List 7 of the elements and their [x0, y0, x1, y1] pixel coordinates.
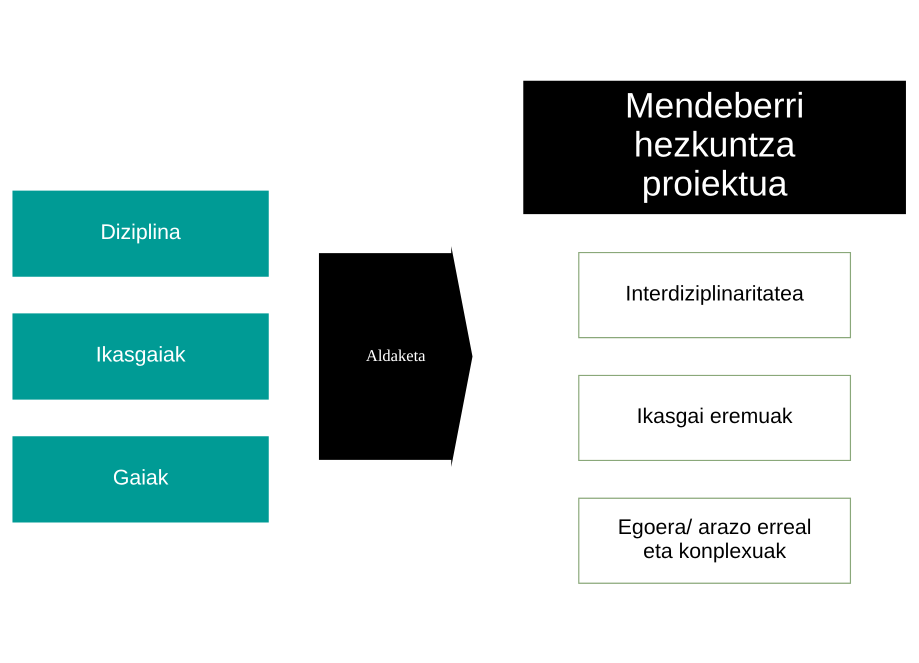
node-box: Ikasgaiak — [12, 312, 269, 400]
node-box: Interdiziplinaritatea — [578, 251, 852, 338]
node-box: Egoera/ arazo erreal eta konplexuak — [578, 497, 852, 584]
node-box: Mendeberri hezkuntza proiektua — [523, 80, 906, 214]
node-box: Diziplina — [12, 190, 269, 276]
node-box: Ikasgai eremuak — [578, 374, 852, 461]
node-box: Gaiak — [12, 436, 269, 522]
